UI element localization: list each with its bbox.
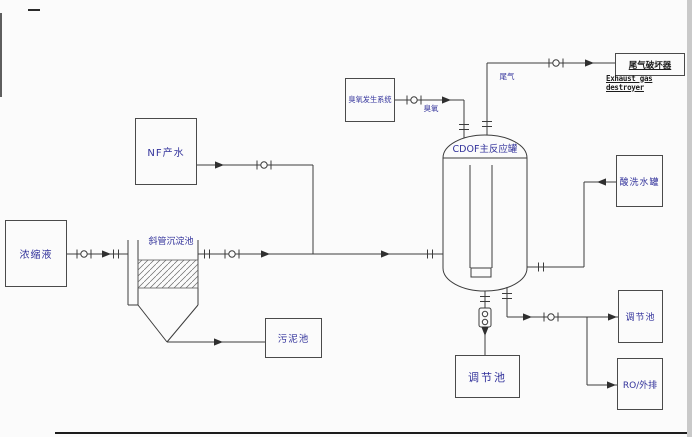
flow-arrow-icon: [608, 313, 617, 321]
valve-icon: [478, 307, 492, 328]
exhaust-destroyer-label-en: Exhaust gas destroyer: [606, 73, 653, 92]
concentrate-box: 浓缩液: [5, 220, 67, 287]
flow-arrow-icon: [215, 161, 224, 169]
ozone-system-box: 臭氧发生系统: [345, 78, 395, 122]
flow-arrow-icon: [597, 178, 606, 186]
concentrate-label: 浓缩液: [19, 250, 53, 261]
acid-wash-tank-label: 酸洗水罐: [619, 177, 660, 188]
pipe-nf-water: [197, 164, 314, 254]
sedimentation-cone: [137, 304, 199, 343]
exhaust-destroyer-box: 尾气破坏器: [615, 53, 685, 76]
reactor-label: CDOF主反应罐: [452, 143, 518, 155]
pipe-acid-wash: [527, 181, 616, 268]
reactor-internal-tube: [469, 165, 493, 278]
ozone-system-label: 臭氧发生系统: [348, 95, 392, 104]
sludge-tank-box: 污泥池: [265, 318, 322, 358]
sludge-tank-label: 污泥池: [277, 334, 310, 345]
nf-water-box: NF产水: [135, 118, 197, 185]
flow-arrow-icon: [607, 381, 616, 389]
reactor-vessel-shape: [442, 134, 528, 292]
acid-wash-tank-box: 酸洗水罐: [616, 155, 663, 207]
pipe-treated-water: [506, 287, 618, 386]
regulating-tank-side-box: 调节池: [618, 290, 663, 343]
flow-arrow-icon: [585, 59, 594, 67]
flow-arrow-icon: [102, 250, 111, 258]
flow-arrow-icon: [261, 250, 270, 258]
regulating-tank-main-box: 调节池: [455, 355, 520, 398]
sedimentation-tank-shape: [127, 240, 199, 343]
inclined-tube-media-hatch: [137, 259, 199, 289]
sedimentation-tank-label: 斜管沉淀池: [148, 236, 194, 247]
flow-arrow-icon: [523, 313, 532, 321]
flow-arrow-icon: [481, 327, 489, 336]
ro-discharge-label: RO/外排: [622, 380, 658, 391]
exhaust-destroyer-label: 尾气破坏器: [628, 60, 672, 71]
flow-arrow-icon: [214, 338, 223, 346]
flow-arrow-icon: [381, 250, 390, 258]
tail-gas-label: 尾气: [499, 72, 515, 81]
regulating-tank-side-label: 调节池: [625, 313, 656, 323]
ozone-stream-label: 臭氧: [423, 103, 439, 113]
nf-water-label: NF产水: [147, 148, 185, 159]
ro-discharge-box: RO/外排: [617, 358, 663, 410]
regulating-tank-main-label: 调节池: [468, 370, 507, 384]
